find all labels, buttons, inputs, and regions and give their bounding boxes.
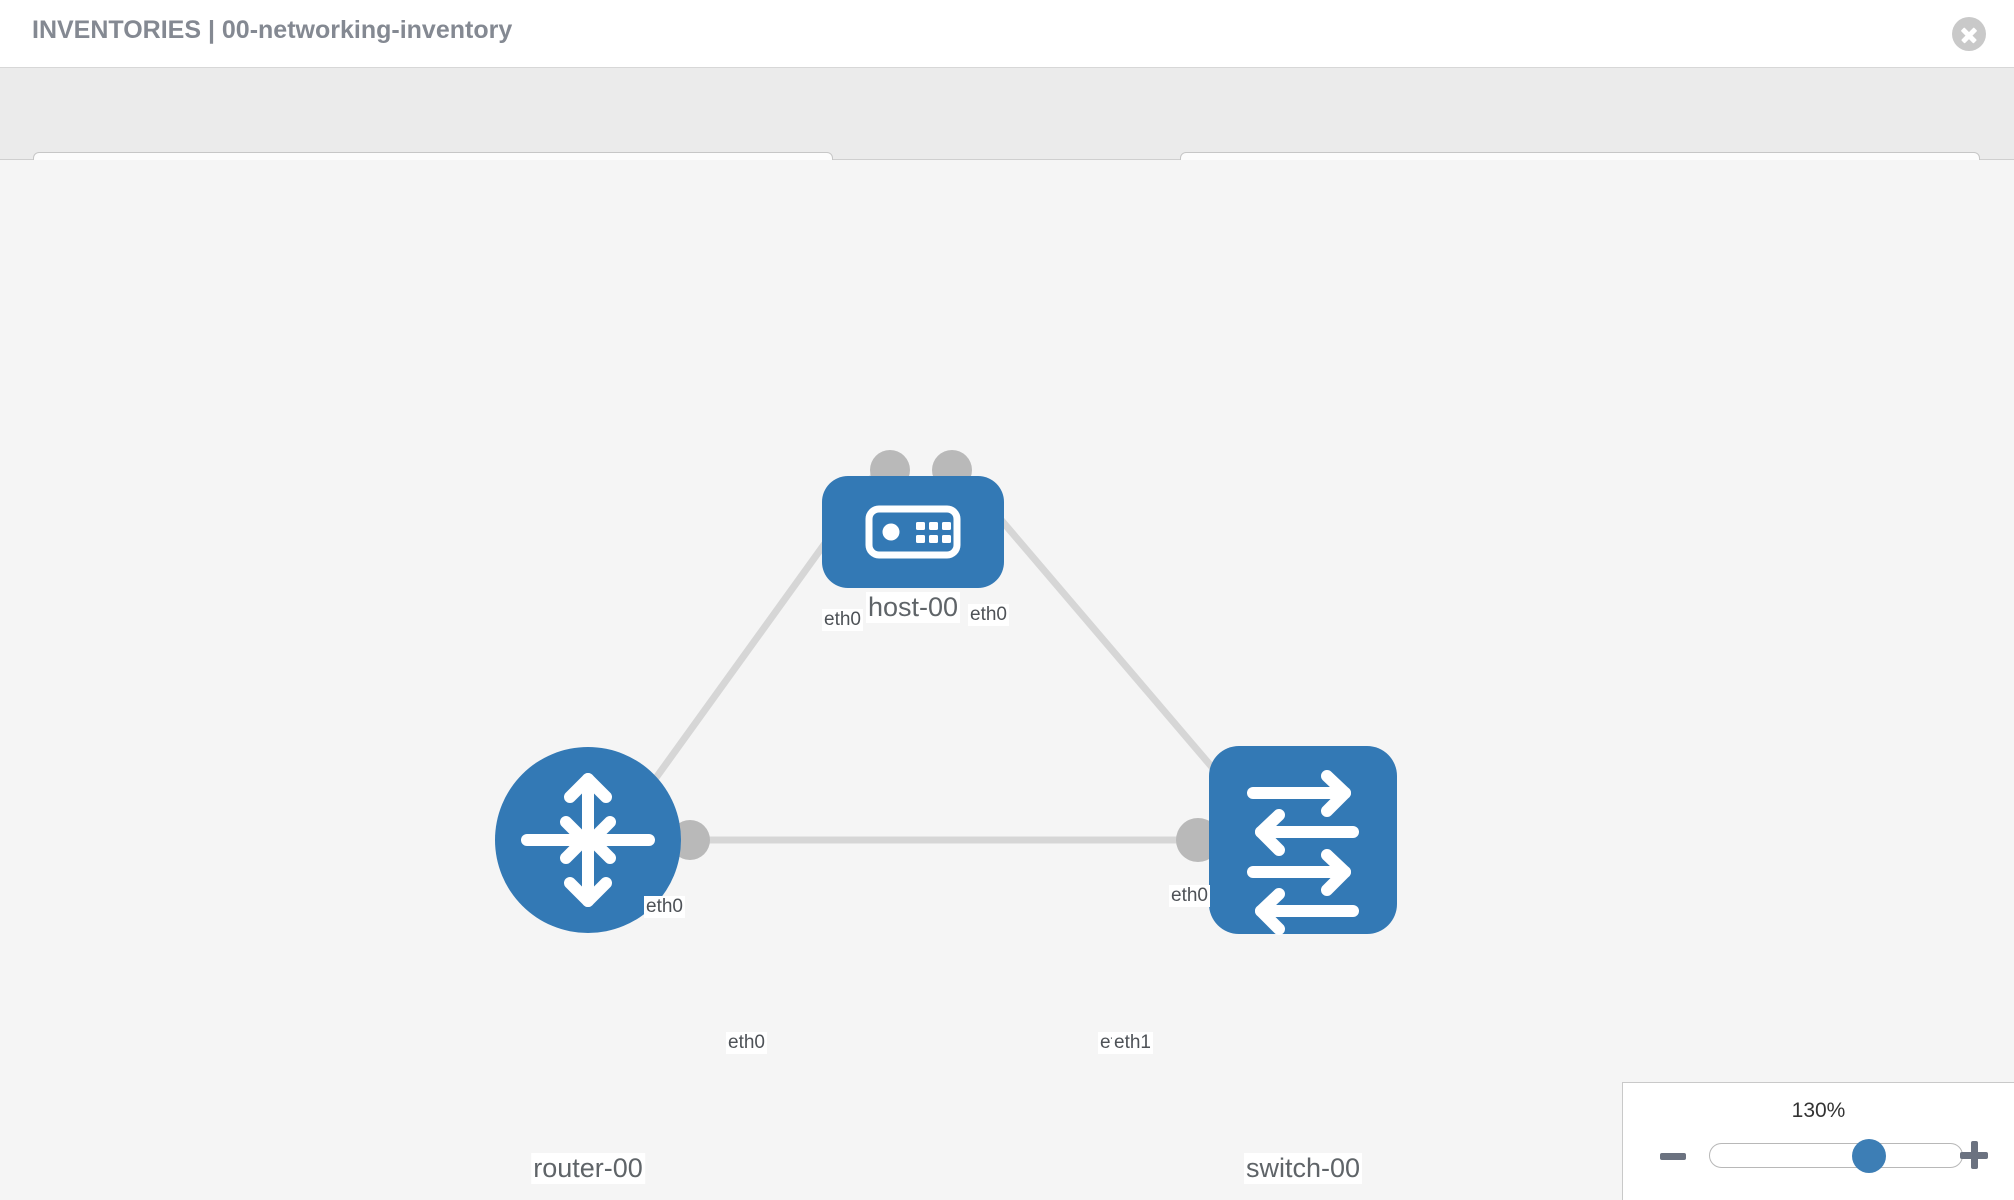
iface-label-router00-to-host00: eth0 <box>644 896 685 918</box>
page-header: INVENTORIES | 00-networking-inventory <box>0 0 2014 68</box>
iface-label-host00-to-router00: eth0 <box>822 609 863 631</box>
iface-label-switch00-to-router00: eth1 <box>1112 1032 1153 1054</box>
node-switch-00 <box>1209 746 1397 935</box>
node-label-router-00: router-00 <box>531 1153 645 1184</box>
iface-label-host00-to-switch00: eth0 <box>968 604 1009 626</box>
zoom-slider-knob[interactable] <box>1851 1138 1886 1173</box>
node-host-00 <box>822 476 1004 588</box>
topology-canvas[interactable]: host-00 router-00 switch-00 eth0 eth0 et… <box>0 160 2014 1200</box>
toolbar: ACTIONS SEARCH <box>0 68 2014 210</box>
node-label-host-00: host-00 <box>865 592 961 623</box>
node-label-switch-00: switch-00 <box>1243 1153 1363 1184</box>
zoom-control-panel: 130% <box>1622 1082 2014 1200</box>
server-icon <box>865 505 961 559</box>
page-title: INVENTORIES | 00-networking-inventory <box>32 16 513 44</box>
router-arrows-icon <box>521 773 655 907</box>
close-icon[interactable] <box>1952 17 1986 51</box>
switch-arrows-icon <box>1247 770 1359 935</box>
iface-label-router00-to-switch00: eth0 <box>726 1032 767 1054</box>
node-router-00 <box>495 747 681 933</box>
zoom-percent-label: 130% <box>1791 1099 1846 1122</box>
zoom-in-button[interactable] <box>1960 1141 1988 1169</box>
zoom-out-button[interactable] <box>1660 1153 1686 1160</box>
iface-label-switch00-to-host00: eth0 <box>1169 885 1210 907</box>
zoom-slider-track[interactable] <box>1709 1138 1963 1173</box>
